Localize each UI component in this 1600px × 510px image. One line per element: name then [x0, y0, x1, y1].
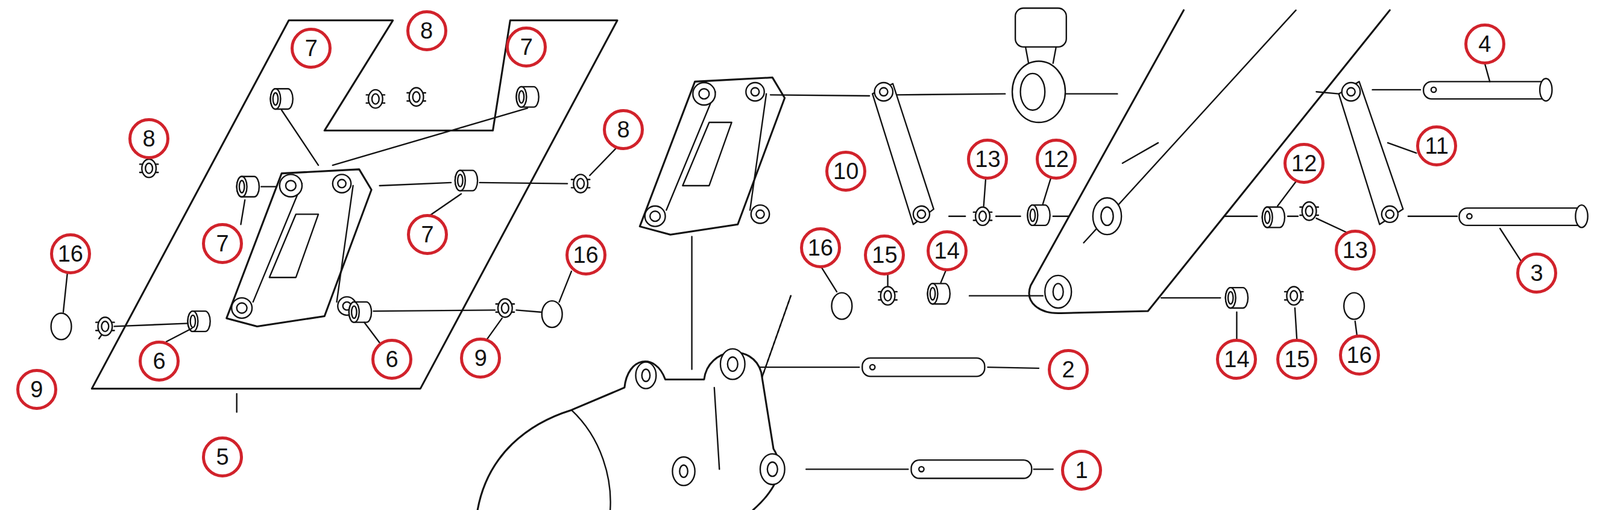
callout-number: 16 [565, 234, 607, 276]
callout-number: 9 [459, 337, 501, 379]
callout-number: 7 [201, 223, 243, 265]
callout-number: 13 [966, 138, 1008, 180]
callout-number: 16 [50, 233, 92, 275]
callout-number: 12 [1283, 142, 1325, 184]
callout-number: 4 [1464, 23, 1506, 65]
callout-number: 2 [1047, 349, 1089, 391]
callout-number: 16 [800, 227, 841, 269]
callout-number: 14 [1215, 338, 1257, 380]
callout-number: 8 [406, 10, 448, 52]
callout-number: 5 [201, 436, 243, 478]
callout-number: 8 [128, 118, 170, 160]
callout-number: 8 [602, 109, 644, 151]
callout-number: 13 [1334, 229, 1376, 271]
callout-number: 7 [505, 26, 547, 68]
callout-number: 6 [138, 340, 180, 382]
callout-number: 3 [1516, 252, 1558, 294]
callout-number: 14 [926, 230, 968, 272]
callout-number: 12 [1035, 138, 1077, 180]
callout-number: 15 [863, 234, 905, 276]
callout-number: 6 [371, 338, 413, 380]
callout-number: 16 [1338, 334, 1380, 376]
callout-number: 1 [1061, 449, 1103, 491]
callout-number: 11 [1416, 125, 1458, 167]
callout-number: 15 [1276, 338, 1318, 380]
callout-number: 7 [290, 27, 332, 69]
callout-number: 7 [406, 214, 448, 256]
callout-number: 9 [16, 368, 58, 410]
callout-number: 10 [825, 150, 867, 192]
